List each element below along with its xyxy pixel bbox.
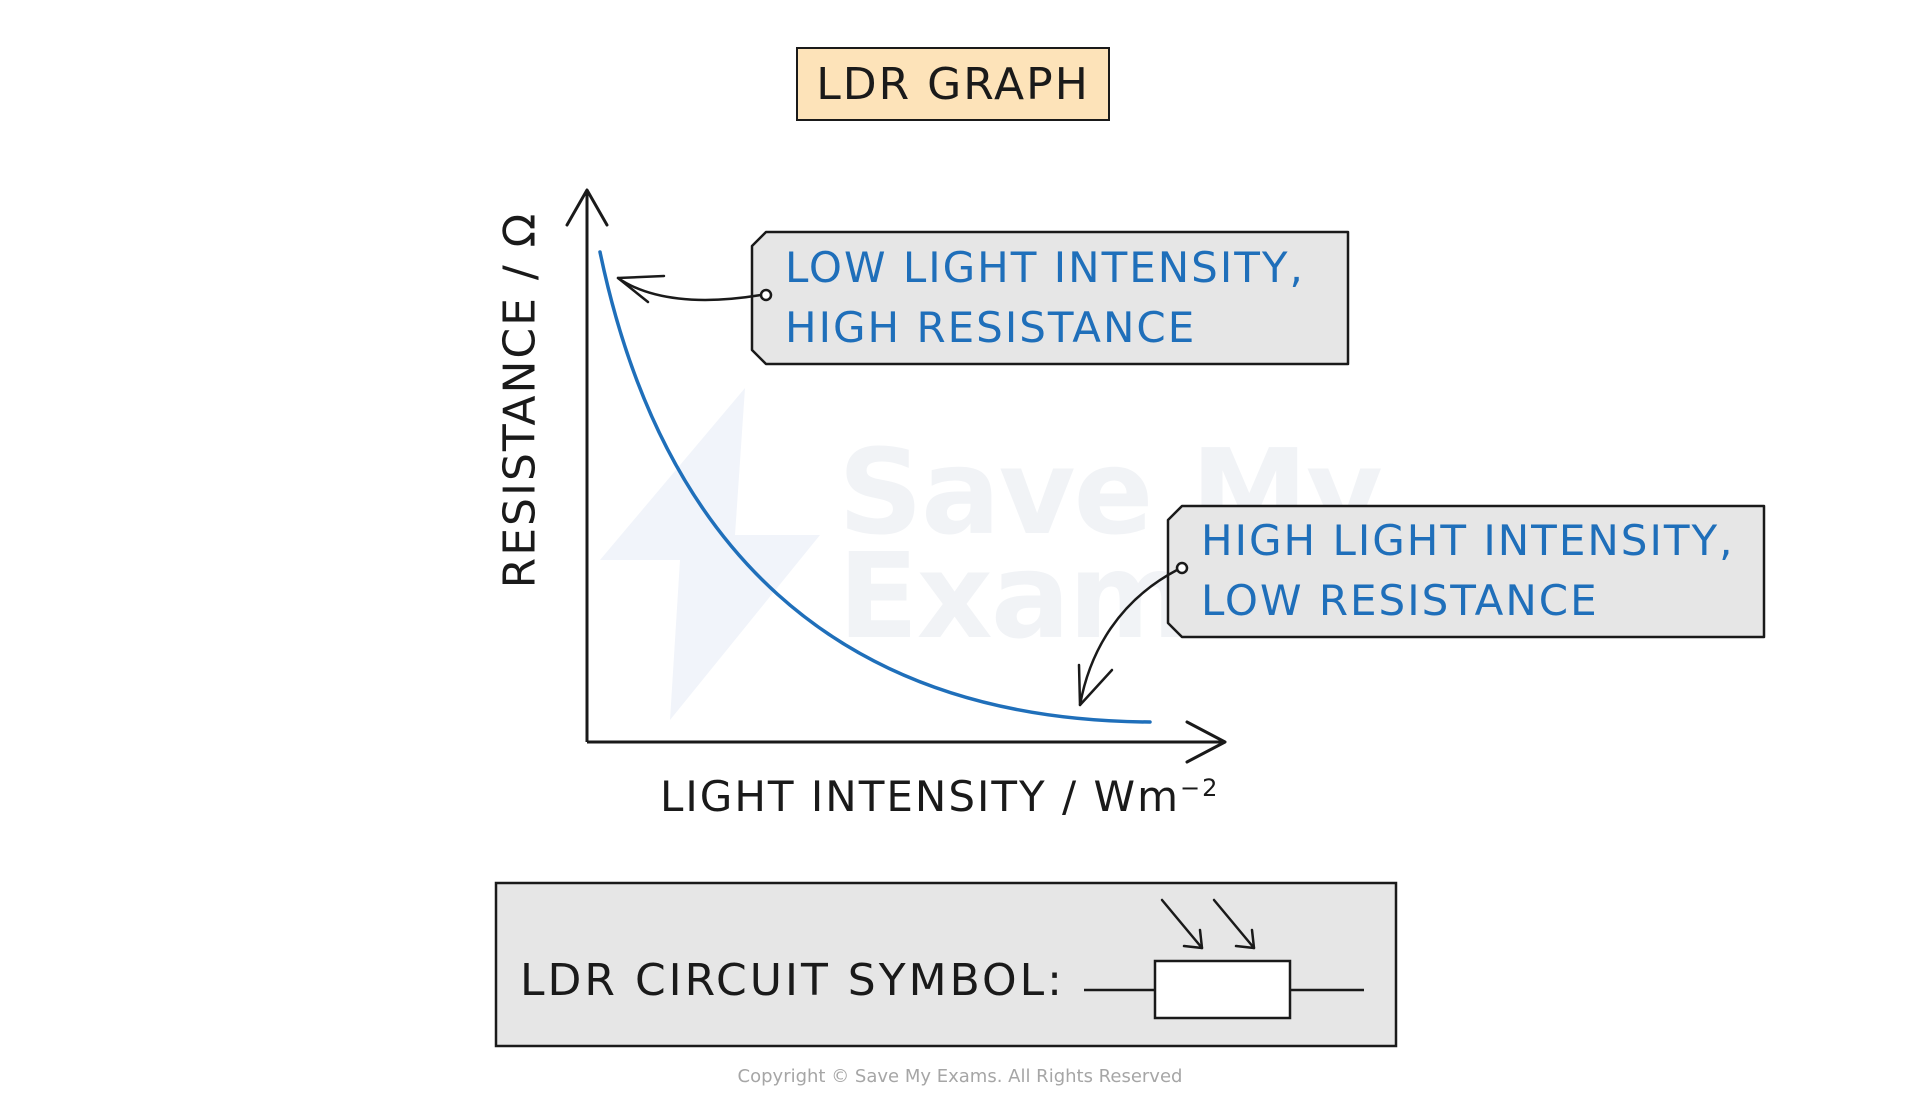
diagram-title-text: LDR GRAPH	[816, 58, 1090, 110]
y-axis-label: RESISTANCE / Ω	[494, 211, 546, 589]
callout-low-light-line-1: LOW LIGHT INTENSITY,	[785, 243, 1305, 292]
x-axis-label-text: LIGHT INTENSITY / Wm	[660, 772, 1180, 821]
callout-box-low-light	[750, 230, 1350, 366]
callout-pointer-high-light	[1078, 568, 1179, 707]
callout-high-light-line-1: HIGH LIGHT INTENSITY,	[1201, 516, 1735, 565]
copyright-notice: Copyright © Save My Exams. All Rights Re…	[737, 1066, 1183, 1087]
x-axis-label: LIGHT INTENSITY / Wm−2	[660, 772, 1219, 821]
callout-arrowhead-high-light	[1077, 663, 1114, 707]
callout-low-light-line-2: HIGH RESISTANCE	[785, 303, 1197, 352]
x-axis-arrowhead	[1185, 720, 1227, 764]
callout-pin-low-light	[759, 288, 773, 302]
callout-text-low-light: LOW LIGHT INTENSITY, HIGH RESISTANCE	[785, 238, 1305, 358]
callout-arrowhead-low-light	[616, 274, 666, 304]
callout-pointer-low-light	[616, 276, 763, 302]
ldr-symbol-icon	[1084, 898, 1364, 1020]
watermark-bolt-icon	[600, 388, 820, 720]
callout-pin-high-light	[1175, 561, 1189, 575]
y-axis-arrowhead	[565, 188, 609, 227]
resistance-curve	[598, 250, 1152, 724]
callout-text-high-light: HIGH LIGHT INTENSITY, LOW RESISTANCE	[1201, 511, 1735, 631]
callout-box-high-light	[1166, 504, 1766, 639]
x-axis-label-exponent: −2	[1180, 774, 1220, 802]
diagram-title: LDR GRAPH	[796, 47, 1110, 121]
callout-high-light-line-2: LOW RESISTANCE	[1201, 576, 1599, 625]
symbol-label: LDR CIRCUIT SYMBOL:	[520, 955, 1065, 1006]
